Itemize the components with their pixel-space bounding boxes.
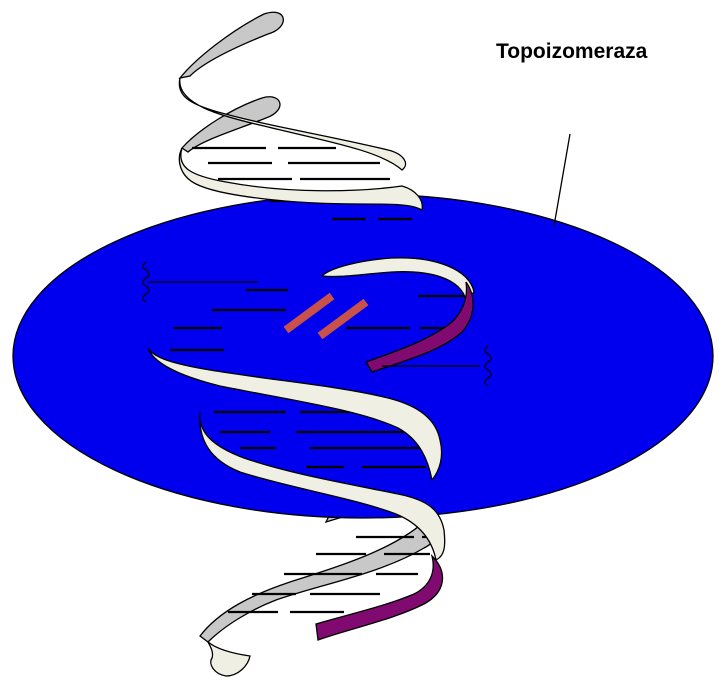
enzyme-disk [13, 194, 713, 518]
enzyme-label: Topoizomeraza [496, 40, 647, 64]
